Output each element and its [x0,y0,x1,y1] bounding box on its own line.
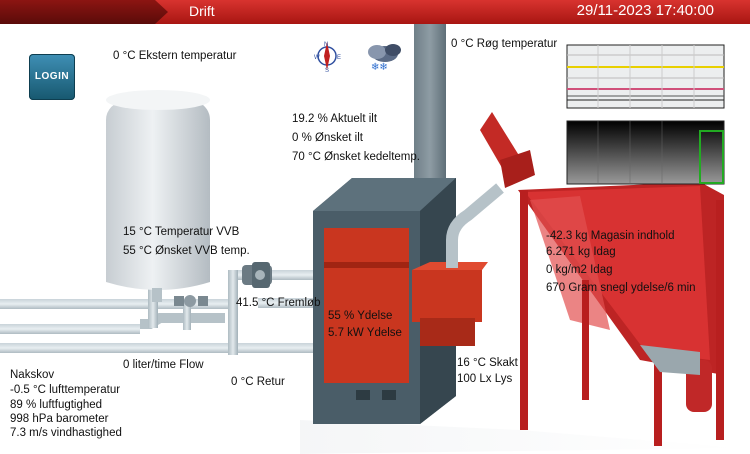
date-time: 29/11-2023 17:40:00 [576,2,714,19]
return-temperature: 0 °C Retur [231,376,285,388]
compass-icon[interactable]: N W E S [314,42,341,74]
weather-wind-speed: 7.3 m/s vindhastighed [10,427,122,439]
trend-chart-lower[interactable] [566,120,725,185]
desired-boiler-temp: 70 °C Ønsket kedeltemp. [292,151,420,163]
auger-output: 670 Gram snegl ydelse/6 min [546,282,696,294]
page-title: Drift [189,3,215,19]
tank-temperature: 15 °C Temperatur VVB [123,226,240,238]
weather-humidity: 89 % luftfugtighed [10,399,103,411]
mixing-valve-icon [174,295,208,307]
flue-temperature: 0 °C Røg temperatur [451,38,558,50]
svg-text:W: W [314,55,320,61]
boiler [313,178,456,424]
consumption-today-m2: 0 kg/m2 Idag [546,264,613,276]
consumption-today-kg: 6.271 kg Idag [546,246,616,258]
cloud-snow-icon[interactable]: ❄❄ [368,44,401,73]
burner-unit [412,262,488,346]
flow-rate: 0 liter/time Flow [123,359,204,371]
desired-oxygen: 0 % Ønsket ilt [292,132,363,144]
desired-tank-temp: 55 °C Ønsket VVB temp. [123,245,250,257]
light-level: 100 Lx Lys [457,373,513,385]
pellet-silo [518,182,724,446]
external-temperature: 0 °C Ekstern temperatur [113,50,237,62]
top-bar: Drift 29/11-2023 17:40:00 [0,0,750,24]
svg-text:❄❄: ❄❄ [371,62,388,73]
weather-air-temperature: -0.5 °C lufttemperatur [10,384,121,396]
shaft-temperature: 16 °C Skakt [457,357,518,369]
pump-icon [242,262,272,288]
output-percent: 55 % Ydelse [328,310,393,322]
output-kw: 5.7 kW Ydelse [328,327,402,339]
chimney [414,24,446,204]
weather-pressure: 998 hPa barometer [10,413,109,425]
silo-contents: -42.3 kg Magasin indhold [546,230,675,242]
actual-oxygen: 19.2 % Aktuelt ilt [292,113,378,125]
svg-text:S: S [325,68,329,74]
login-button[interactable]: LOGIN [29,54,75,100]
weather-location: Nakskov [10,369,55,381]
svg-text:E: E [337,55,341,61]
hot-water-tank [106,90,210,302]
menu-arrow[interactable] [0,0,168,24]
supply-temperature: 41.5 °C Fremløb [236,297,321,309]
trend-chart-upper[interactable] [566,44,725,109]
svg-text:N: N [324,42,328,48]
